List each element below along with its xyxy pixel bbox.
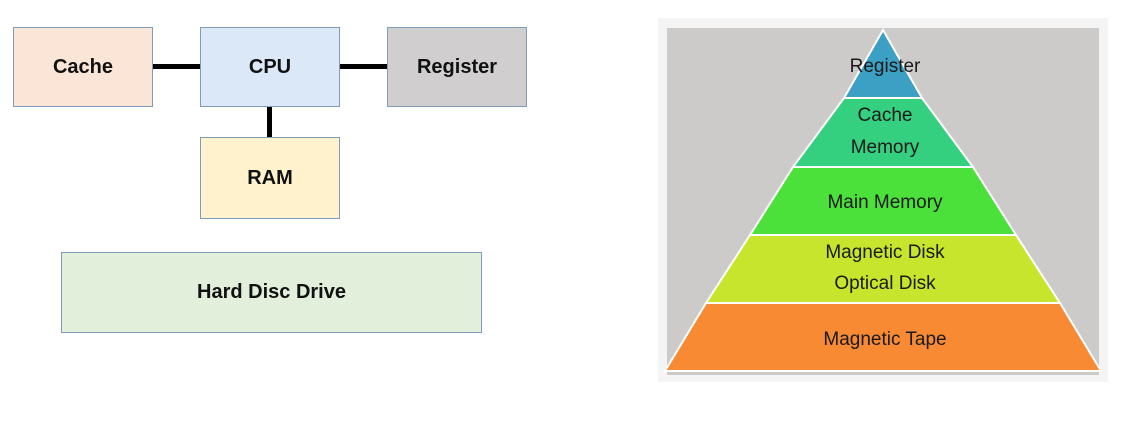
cache-box: Cache	[13, 27, 153, 107]
ram-label: RAM	[247, 166, 293, 189]
pyramid-label-disk-line2: Optical Disk	[834, 273, 936, 294]
cpu-label: CPU	[248, 55, 292, 78]
cpu-ram-connector	[267, 107, 272, 138]
hard-disc-drive-label: Hard Disc Drive	[197, 281, 346, 303]
pyramid-label-magnetic-tape: Magnetic Tape	[823, 329, 946, 350]
pyramid-label-cache-line2: Memory	[851, 137, 920, 158]
cpu-register-connector	[340, 64, 388, 69]
register-box: Register	[387, 27, 527, 107]
pyramid-label-disk-line1: Magnetic Disk	[825, 242, 945, 263]
pyramid-label-register: Register	[850, 56, 921, 77]
register-label: Register	[416, 55, 498, 78]
hard-disc-drive-box: Hard Disc Drive	[61, 252, 482, 333]
cpu-box: CPU	[200, 27, 340, 107]
memory-hierarchy-pyramid: Register Cache Memory Main Memory Magnet…	[658, 18, 1108, 382]
pyramid-label-main-memory: Main Memory	[827, 192, 943, 213]
ram-box: RAM	[200, 137, 340, 219]
pyramid-label-cache-line1: Cache	[858, 105, 913, 126]
cache-cpu-connector	[153, 64, 201, 69]
cache-label: Cache	[52, 55, 114, 78]
pyramid-level-magnetic-tape	[663, 302, 1103, 372]
